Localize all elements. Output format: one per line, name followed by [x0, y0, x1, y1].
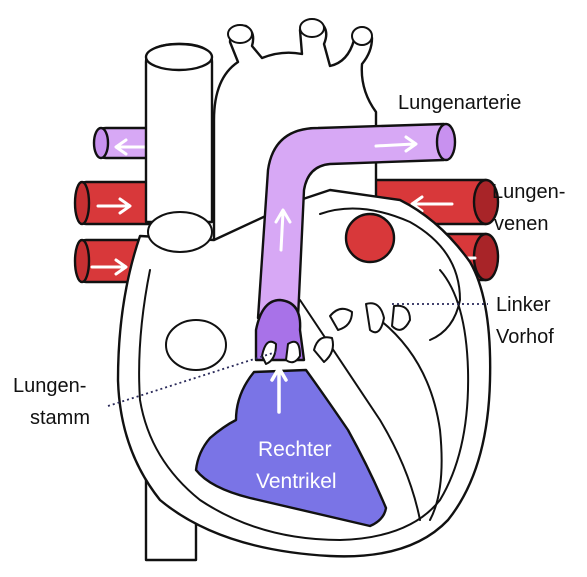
label-lungenstamm-line1: Lungen-	[13, 375, 86, 397]
label-linker-vorhof-line1: Linker	[496, 294, 551, 316]
coronary-sinus-opening	[166, 320, 226, 370]
label-lungenvenen-line1: Lungen-	[492, 181, 565, 203]
aorta-branch-opening-3	[352, 27, 372, 45]
right-pulmonary-vein-lower-end	[474, 234, 498, 280]
label-rechter-ventrikel-line1: Rechter	[258, 438, 332, 461]
vena-cava-junction	[148, 212, 212, 252]
left-pulmonary-artery-opening	[94, 128, 108, 158]
label-lungenstamm-line2: stamm	[30, 407, 90, 429]
label-lungenarterie: Lungenarterie	[398, 92, 521, 114]
label-linker-vorhof-line2: Vorhof	[496, 326, 554, 348]
aorta-branch-opening-1	[228, 25, 252, 43]
aorta-branch-opening-2	[300, 19, 324, 37]
left-pulmonary-vein-lower-opening	[75, 240, 89, 282]
superior-vena-cava-opening	[146, 44, 212, 70]
label-lungenvenen-line2: venen	[494, 213, 549, 235]
label-rechter-ventrikel-line2: Ventrikel	[256, 470, 337, 493]
left-atrium-vein-opening	[346, 214, 394, 262]
pulmonary-valve-cusp-right	[286, 342, 300, 363]
pulmonary-artery-opening	[437, 124, 455, 160]
left-pulmonary-vein-upper-opening	[75, 182, 89, 224]
